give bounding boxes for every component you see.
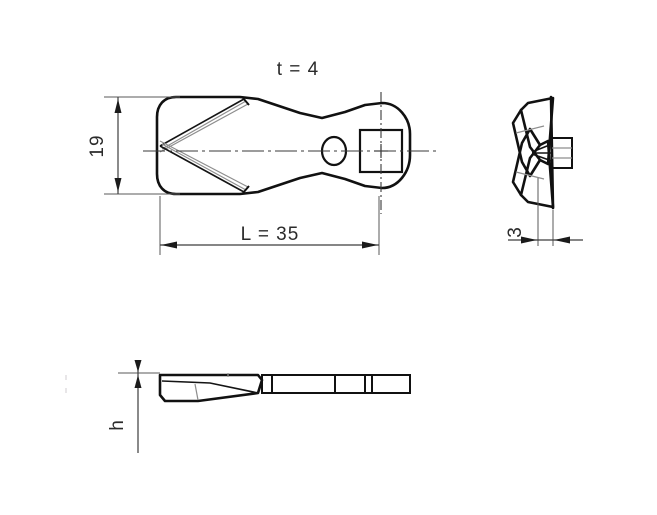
- right-view-upper-wing-lower: [511, 108, 542, 178]
- width-arrow-bottom: [114, 178, 122, 192]
- right-view-square-boss: [551, 137, 573, 169]
- right-view-center-converge-upper: [531, 143, 553, 153]
- height-dimension-label: h: [107, 419, 128, 431]
- top-view-blade-left-edge: [156, 96, 177, 118]
- length-arrow-right: [362, 241, 378, 249]
- right-view-upper-wing: [519, 96, 555, 166]
- side-arrow-left: [521, 236, 537, 244]
- top-view-flute-upper-outer: [159, 98, 245, 147]
- top-view-body-outline: [155, 95, 412, 196]
- right-view-center-converge-lower: [531, 153, 553, 162]
- top-view-flute-end-tick-upper: [242, 97, 250, 106]
- width-arrow-top: [114, 99, 122, 113]
- bottom-view-bar-outline: [261, 374, 411, 394]
- side-thickness-dimension-group: 3: [505, 178, 583, 246]
- width-dimension-group: 19: [87, 96, 180, 195]
- top-view-flute-lower-mid: [161, 143, 247, 191]
- top-view-group: [143, 92, 437, 214]
- length-dimension-group: L = 35: [159, 196, 380, 255]
- length-dimension-label: L = 35: [241, 224, 300, 245]
- length-arrow-left: [161, 241, 177, 249]
- bottom-view-blade-outline: [158, 373, 264, 403]
- right-view-lower-wing-upper: [511, 127, 542, 197]
- right-view-facet-line-upper: [515, 125, 545, 134]
- right-view-facet-line-lower: [515, 171, 545, 180]
- height-arrow-bottom: [134, 375, 142, 388]
- bottom-view-taper-facet: [161, 380, 259, 394]
- top-view-flute-lower-inner: [159, 140, 249, 188]
- top-view-flute-upper-inner: [159, 103, 249, 153]
- top-view-flute-lower-outer: [159, 145, 245, 193]
- top-view-blade-left-edge-lower: [156, 173, 177, 195]
- width-dimension-label: 19: [87, 134, 108, 157]
- right-side-view-group: [511, 95, 573, 210]
- height-arrow-top: [134, 360, 142, 372]
- side-arrow-right: [554, 236, 570, 244]
- bottom-view-taper-facet-inner: [194, 383, 199, 401]
- thickness-dimension-label: t = 4: [277, 59, 320, 80]
- right-view-lower-wing: [519, 139, 555, 209]
- top-view-flute-upper-mid: [161, 100, 247, 150]
- bottom-view-group: [158, 373, 411, 403]
- height-dimension-group: h: [107, 360, 160, 453]
- top-view-flute-end-tick-lower: [242, 185, 250, 194]
- side-thickness-label: 3: [505, 226, 526, 238]
